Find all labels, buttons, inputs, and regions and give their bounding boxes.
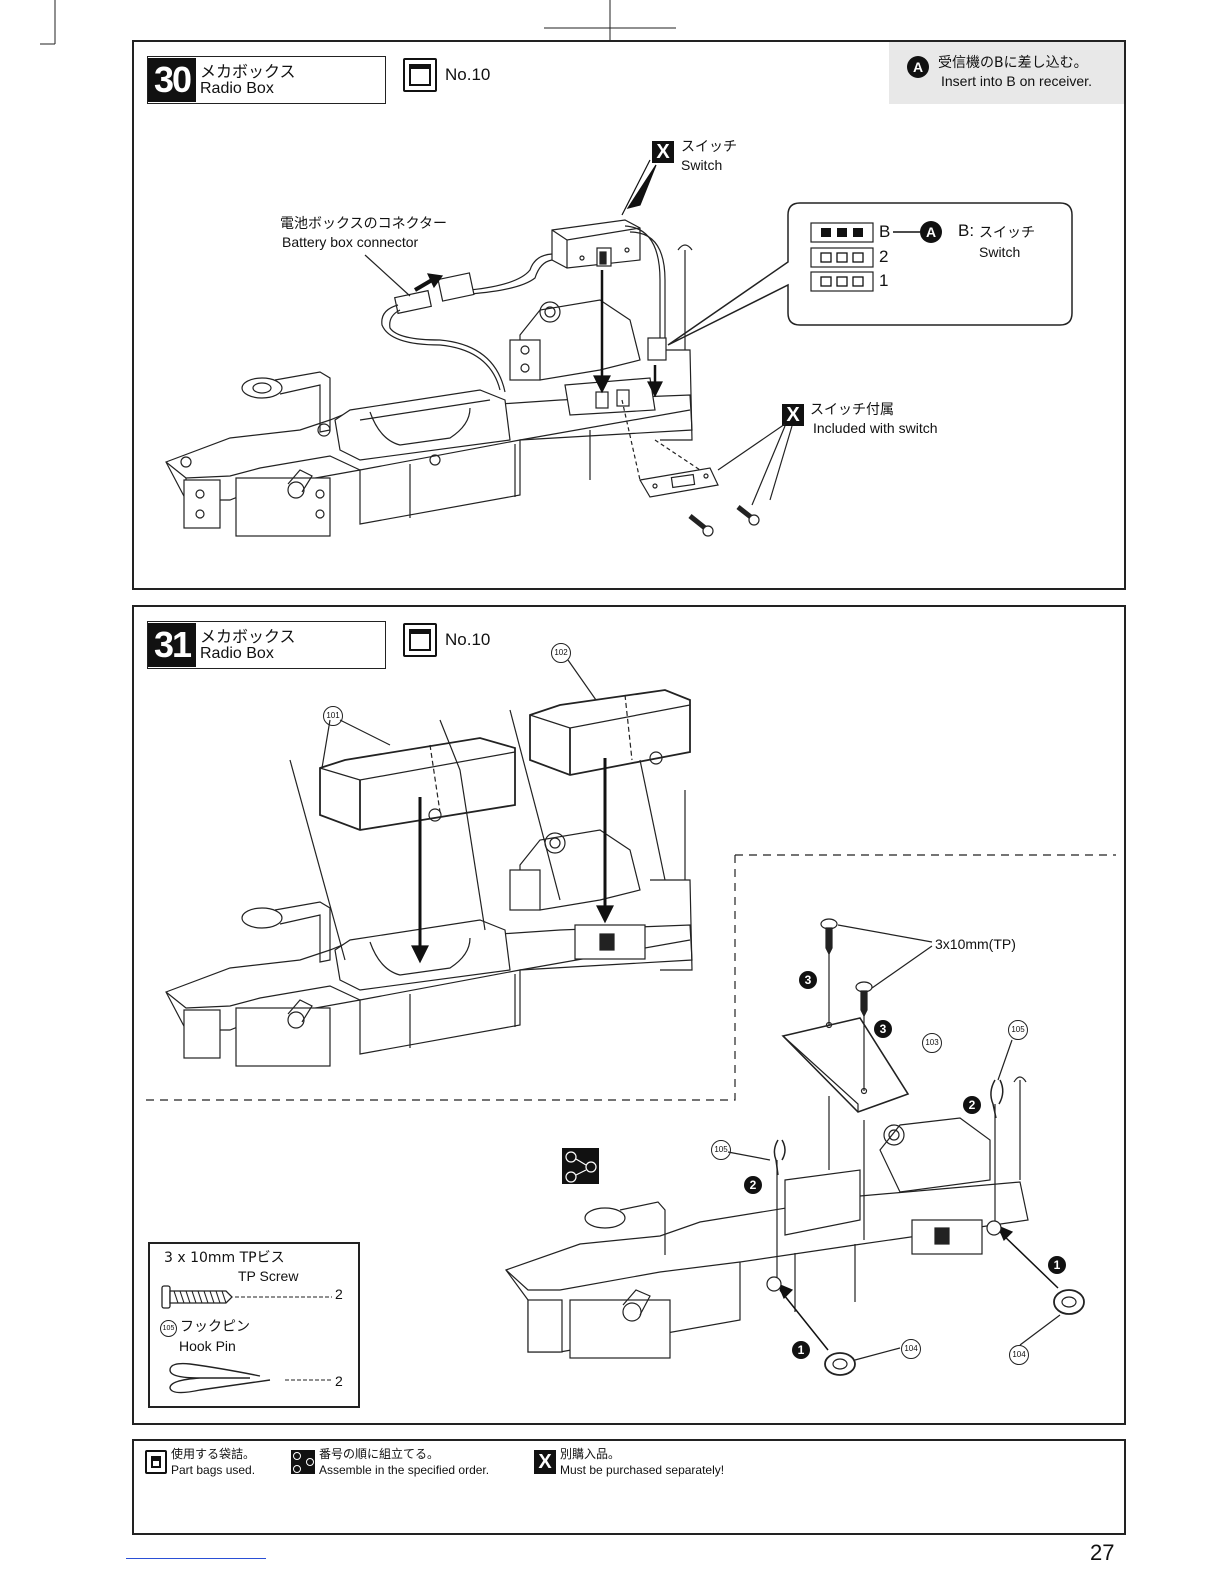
- bag-icon: [403, 623, 437, 657]
- sequence-2-icon: 2: [963, 1096, 981, 1114]
- step-30-number: 30: [148, 58, 196, 102]
- assembly-order-icon: [562, 1148, 599, 1184]
- sequence-1-icon: 1: [792, 1341, 810, 1359]
- step-31-number: 31: [148, 623, 196, 667]
- sequence-2-icon: 2: [744, 1176, 762, 1194]
- a-badge-icon: A: [920, 221, 942, 243]
- switch-label-en: Switch: [681, 157, 723, 173]
- tp-screw-en: TP Screw: [238, 1268, 299, 1284]
- step-30-header: [147, 56, 386, 104]
- x-badge-icon: X: [652, 141, 674, 163]
- hook-pin-icon: [169, 1362, 332, 1394]
- assembly-order-icon: [291, 1450, 315, 1474]
- part-104: 104: [1009, 1345, 1029, 1365]
- legend-panel: [132, 1439, 1126, 1535]
- x-badge-icon: X: [782, 404, 804, 426]
- part-101: 101: [323, 706, 343, 726]
- tp-screw-qty: 2: [335, 1286, 343, 1302]
- receiver-b-label: B:: [958, 221, 975, 240]
- step-30-title-jp: メカボックス: [200, 62, 296, 81]
- hook-pin-qty: 2: [335, 1373, 343, 1389]
- sequence-3-icon: 3: [799, 971, 817, 989]
- part-105: 105: [711, 1140, 731, 1160]
- receiver-b-jp: スイッチ: [979, 225, 1035, 241]
- crop-marks: [40, 0, 676, 45]
- bag-icon: [145, 1450, 167, 1474]
- step-30-note-en: Insert into B on receiver.: [941, 73, 1092, 89]
- included-label-en: Included with switch: [813, 420, 938, 436]
- page-number: 27: [1090, 1540, 1115, 1565]
- part-103: 103: [922, 1033, 942, 1053]
- switch-label-jp: スイッチ: [681, 139, 737, 155]
- channel-b: B: [879, 222, 891, 241]
- tp-screw-icon: [161, 1285, 332, 1309]
- x-badge-icon: X: [534, 1450, 556, 1474]
- step-31-header: [147, 621, 386, 669]
- step-30-title-en: Radio Box: [200, 80, 274, 97]
- a-badge-icon: A: [907, 56, 929, 78]
- legend-x-jp: 別購入品。: [560, 1447, 621, 1461]
- hook-pin-en: Hook Pin: [179, 1338, 236, 1354]
- step-31-title-jp: メカボックス: [200, 627, 296, 646]
- step-30-note-jp: 受信機のBに差し込む。: [938, 55, 1088, 71]
- included-label-jp: スイッチ付属: [810, 402, 894, 418]
- receiver-b-en: Switch: [979, 244, 1021, 260]
- step-31-bag-label: No.10: [445, 630, 491, 649]
- sequence-1-icon: 1: [1048, 1256, 1066, 1274]
- part-105: 105: [1008, 1020, 1028, 1040]
- legend-order-jp: 番号の順に組立てる。: [319, 1447, 440, 1461]
- tp-screw-title: 3 x 10mm TPビス: [164, 1250, 285, 1266]
- receiver-callout: [667, 202, 1073, 346]
- legend-bag-en: Part bags used.: [171, 1463, 256, 1477]
- battery-connector-label-en: Battery box connector: [282, 234, 419, 250]
- screw-size-label: 3x10mm(TP): [935, 936, 1016, 952]
- footer-rule: [126, 1558, 266, 1559]
- part-105-list: 105: [160, 1320, 177, 1337]
- battery-connector-label-jp: 電池ボックスのコネクター: [280, 216, 448, 232]
- step-30-radio-box-drawing: [165, 159, 793, 537]
- bag-icon: [403, 58, 437, 92]
- legend-order-en: Assemble in the specified order.: [319, 1463, 490, 1477]
- legend-bag-jp: 使用する袋詰。: [171, 1447, 256, 1461]
- part-102: 102: [551, 643, 571, 663]
- channel-2: 2: [879, 247, 889, 266]
- step-30-bag-label: No.10: [445, 65, 491, 84]
- channel-1: 1: [879, 271, 889, 290]
- sequence-3-icon: 3: [874, 1020, 892, 1038]
- legend-x-en: Must be purchased separately!: [560, 1463, 725, 1477]
- step-31-title-en: Radio Box: [200, 645, 274, 662]
- step-30-note: [889, 42, 1124, 104]
- parts-list-box: [148, 1242, 360, 1408]
- hook-pin-jp: フックピン: [180, 1319, 250, 1335]
- step-31-radio-box-drawing: [145, 659, 1116, 1376]
- part-104: 104: [901, 1339, 921, 1359]
